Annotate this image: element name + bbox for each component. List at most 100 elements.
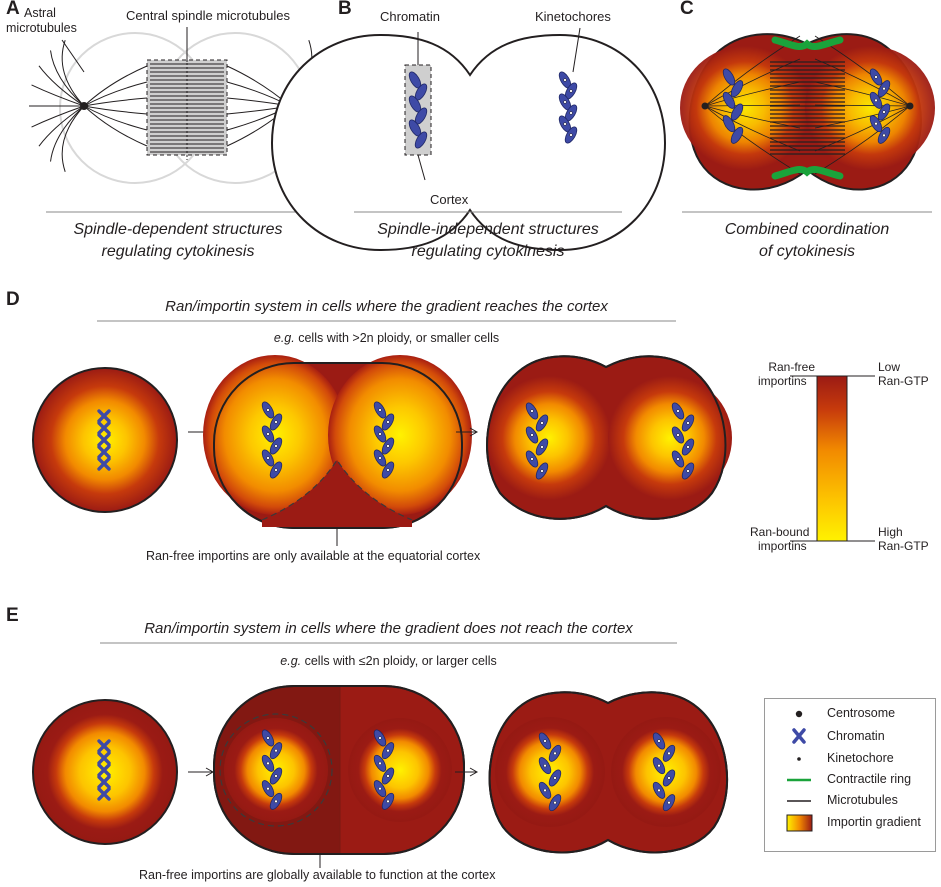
kinetochore [553,776,557,780]
astral-label-leader [61,39,85,73]
astral-microtubule [83,65,148,107]
cell-d2-outline [213,362,463,529]
chromosome-x [97,739,111,753]
panel-d-bottom-note: Ran-free importins are only available at… [146,549,481,563]
kinetochore-leader [572,27,581,73]
kinetochore [667,776,671,780]
kinetochore [676,457,680,461]
gradient-e2-right [348,718,452,822]
panel-e-sub-text: cells with ≤2n ploidy, or larger cells [304,654,497,668]
kinetochore [540,469,544,473]
chromosome-arm [730,103,744,121]
kinetochore [569,89,573,93]
gradient-d2-left [203,355,347,515]
chromatin-e2-right [373,729,395,810]
chromatin-c-right [869,68,891,144]
kinetochore [563,78,567,82]
kinetochore [266,736,270,740]
chromosome-x [97,433,111,447]
chromosome-x [97,763,111,777]
kinetochore [266,761,270,765]
astral-microtubule [50,105,85,162]
chromosome-arm [722,68,736,86]
kinetochore [569,111,573,115]
chromosome-x [97,445,111,459]
chromatin-icon [792,728,806,744]
gradient-c-left [680,46,810,170]
kinetochore [543,739,547,743]
astral-microtubule [38,65,85,107]
astral-microtubule [31,105,85,128]
kinetochore [274,774,278,778]
centrosome-c-right [906,102,914,110]
equatorial-fill [262,520,412,527]
panel-d-sub-text: cells with >2n ploidy, or smaller cells [298,331,500,345]
panel-e-bottom-note: Ran-free importins are globally availabl… [139,868,496,882]
arrow-d2-head [469,427,479,437]
astral-label-line2: microtubules [6,21,77,35]
gradient-bar [816,375,848,542]
kinetochore-icon [797,757,801,761]
kinetochore [378,787,382,791]
equatorial-cortex-zone [261,458,413,521]
panel-b-caption-line2: regulating cytokinesis [411,243,565,260]
chromosome-arm [414,131,428,149]
chromatin-d3-right [671,402,695,480]
legend-item-centrosome: Centrosome [827,706,896,720]
bar-high-line2: Ran-GTP [878,539,929,553]
central-spindle-label: Central spindle microtubules [126,8,291,23]
chromosome-arm [730,126,744,144]
chromatin-b-left [408,71,428,149]
kinetochore [386,468,390,472]
kinetochore [266,432,270,436]
bar-ran-bound-line1: Ran-bound [750,525,810,539]
kinetochore [882,87,886,91]
astral-microtubule [704,105,801,152]
kinetochore [563,122,567,126]
legend-item-importin-gradient: Importin gradient [827,815,921,829]
kinetochore [874,122,878,126]
astral-microtubule [50,50,85,107]
panel-e-heading: Ran/importin system in cells where the g… [144,620,633,637]
kinetochore [530,409,534,413]
kinetochore [386,799,390,803]
kinetochore [386,774,390,778]
kinetochore [274,420,278,424]
cell-d3-outline [486,355,727,520]
centrosome-c-left [701,102,709,110]
chromatin-e3-left [538,732,562,812]
importin-gradient-icon [786,814,813,832]
astral-microtubule [704,105,801,129]
kinetochore [657,788,661,792]
gradient-e3-right [611,717,721,827]
bar-low-line2: Ran-GTP [878,374,929,388]
chromosome-x [97,457,111,471]
kinetochore [686,421,690,425]
legend-box: Centrosome Chromatin Kinetochore Contrac… [764,698,936,852]
kinetochore [378,432,382,436]
astral-microtubule [814,105,911,152]
panel-e-label: E [6,605,19,626]
bar-ran-bound-line2: importins [758,539,807,553]
astral-c [704,35,911,175]
kinetochore [657,739,661,743]
centrosome-icon [795,710,803,718]
bar-ran-free-line2: importins [758,374,807,388]
astral-microtubule [83,105,148,131]
arrow-e2-head [469,767,479,777]
gradient-d3-left [487,376,611,500]
contractile-ring-top [771,36,844,50]
chromosome-x [97,409,111,423]
astral-microtubule [31,84,85,107]
astral-microtubule [61,40,85,107]
chromatin-label: Chromatin [380,9,440,24]
chromosome-arm [730,80,744,98]
gradient-boundary-dashed [219,713,333,827]
gradient-scale [790,375,875,542]
cell-e2-outline [213,685,465,855]
central-spindle-c [770,61,845,155]
kinetochore [378,761,382,765]
astral-label-line1: Astral [24,6,56,20]
panel-b-caption-line1: Spindle-independent structures [377,221,599,238]
kinetochore [274,749,278,753]
